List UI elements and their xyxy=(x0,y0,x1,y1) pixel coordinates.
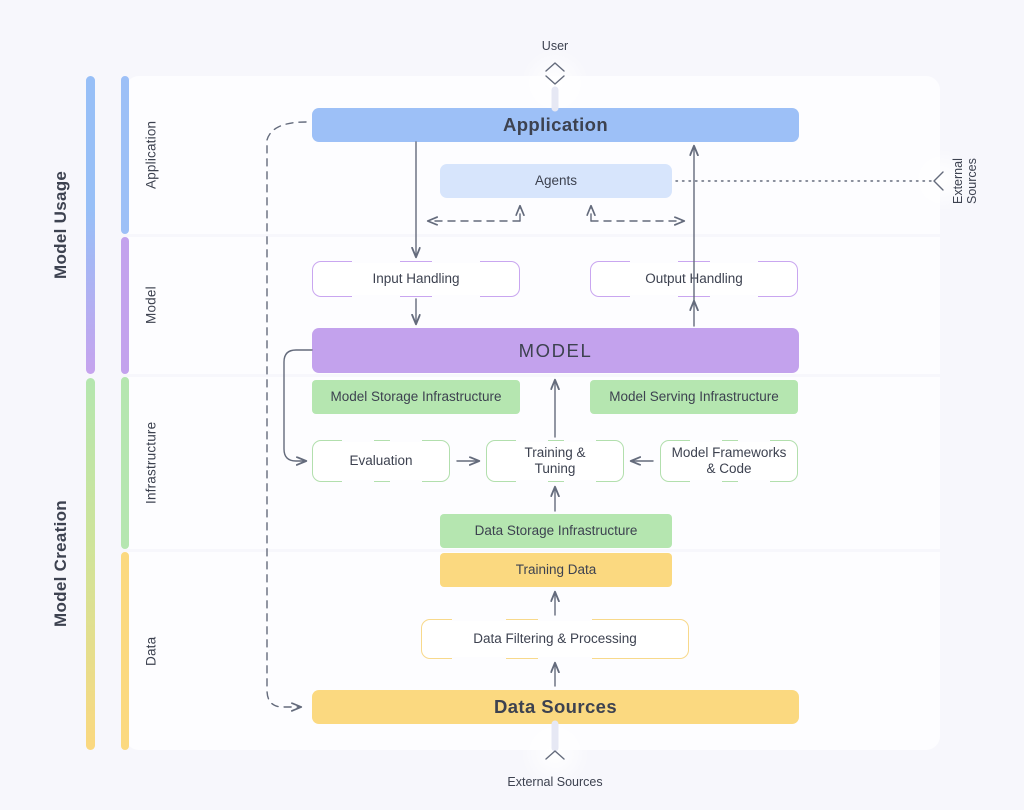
group-label-model-creation: Model Creation xyxy=(51,500,70,628)
chevron-up-icon xyxy=(545,750,565,760)
band-label-infrastructure: Infrastructure xyxy=(143,421,159,505)
band-rail-model xyxy=(121,237,129,374)
node-training-tuning[interactable]: Training & Tuning xyxy=(486,440,624,482)
node-agents[interactable]: Agents xyxy=(440,164,672,198)
node-model-serving-infrastructure[interactable]: Model Serving Infrastructure xyxy=(590,380,798,414)
external-sources-right-label: External Sources xyxy=(951,158,979,204)
band-label-model: Model xyxy=(143,286,159,325)
band-panel-application xyxy=(125,76,940,234)
node-training-data[interactable]: Training Data xyxy=(440,553,672,587)
group-rail-model-usage xyxy=(86,76,95,374)
group-rail-model-creation xyxy=(86,378,95,750)
node-model[interactable]: MODEL xyxy=(312,328,799,373)
node-application[interactable]: Application xyxy=(312,108,799,142)
band-label-data: Data xyxy=(143,636,159,666)
node-data-sources[interactable]: Data Sources xyxy=(312,690,799,724)
node-input-handling[interactable]: Input Handling xyxy=(312,261,520,297)
band-rail-infrastructure xyxy=(121,377,129,549)
band-rail-data xyxy=(121,552,129,750)
node-evaluation[interactable]: Evaluation xyxy=(312,440,450,482)
band-rail-application xyxy=(121,76,129,234)
node-data-filtering-processing[interactable]: Data Filtering & Processing xyxy=(421,619,689,659)
node-data-storage-infrastructure[interactable]: Data Storage Infrastructure xyxy=(440,514,672,548)
user-label: User xyxy=(541,39,569,53)
node-model-frameworks-code[interactable]: Model Frameworks & Code xyxy=(660,440,798,482)
band-label-application: Application xyxy=(143,120,159,190)
node-output-handling[interactable]: Output Handling xyxy=(590,261,798,297)
node-model-storage-infrastructure[interactable]: Model Storage Infrastructure xyxy=(312,380,520,414)
group-label-model-usage: Model Usage xyxy=(51,170,70,280)
external-sources-bottom-label: External Sources xyxy=(507,775,603,789)
